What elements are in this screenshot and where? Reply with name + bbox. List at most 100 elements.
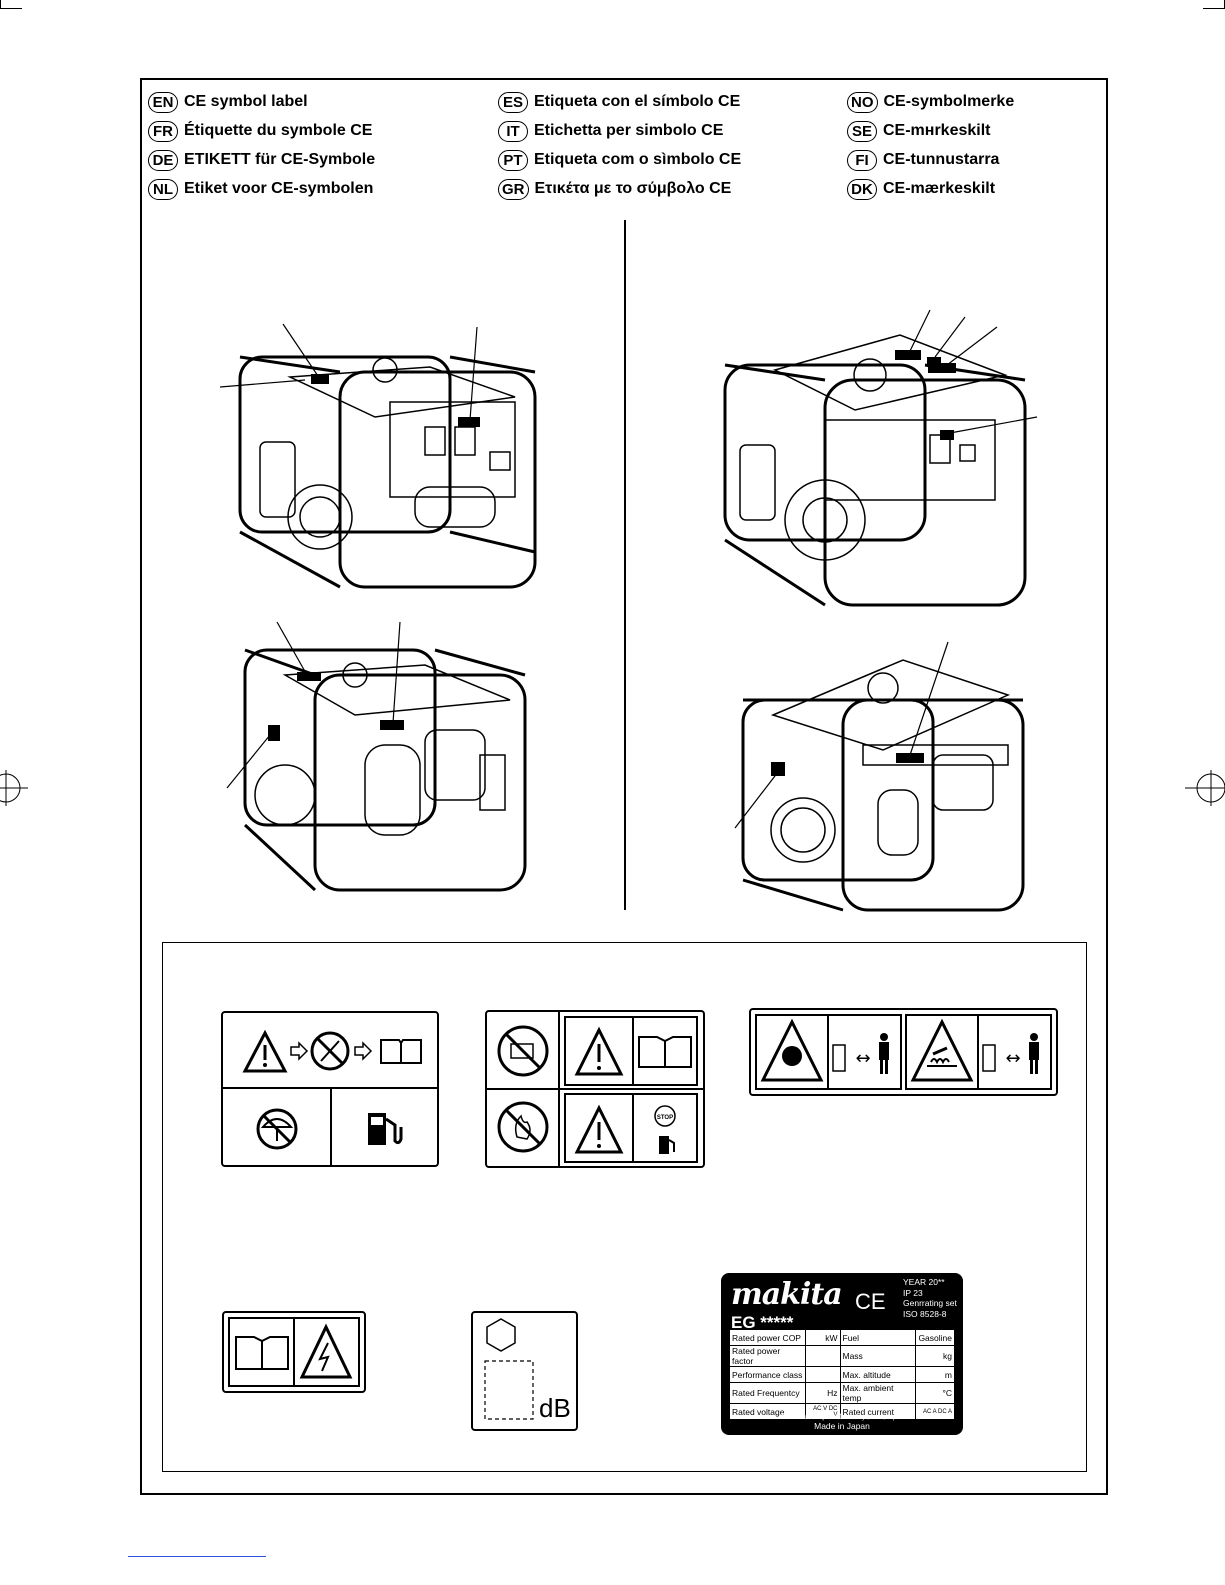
lang-text-en: CE symbol label: [184, 93, 308, 110]
rating-unit: m: [915, 1366, 955, 1383]
lang-badge-nl: NL: [148, 178, 178, 200]
rating-cell: Rated voltage: [728, 1403, 807, 1420]
warning-label-2-graphic: STOP: [487, 1012, 703, 1166]
genset-label: Genrrating set: [903, 1298, 957, 1308]
rating-cell: Max. altitude: [839, 1366, 917, 1383]
registration-mark-left: [0, 770, 28, 806]
noise-level-label: dB: [471, 1311, 578, 1431]
electric-shock-warning-icon: [299, 1323, 353, 1379]
lang-text-fr: Étiquette du symbole CE: [184, 122, 373, 139]
rating-cell: Rated Frequentcy: [728, 1382, 807, 1404]
model-number: EG *****: [731, 1313, 794, 1332]
crop-mark: [0, 8, 22, 9]
rating-meta: YEAR 20** IP 23 Genrrating set ISO 8528-…: [903, 1277, 957, 1319]
lang-badge-es: ES: [498, 91, 528, 113]
hexagon-icon: [486, 1318, 516, 1352]
stop-text: STOP: [657, 1115, 673, 1121]
no-indoor-use-icon: [497, 1025, 549, 1077]
ce-mark: CE: [855, 1289, 886, 1314]
lang-text-dk: CE-mærkeskilt: [883, 180, 996, 197]
rating-unit: °C: [915, 1382, 955, 1404]
lang-row-fi: FI CE-tunnustarra: [847, 148, 999, 172]
lang-text-it: Etichetta per simbolo CE: [534, 122, 724, 139]
lang-row-de: DE ETIKETT für CE-Symbole: [148, 148, 375, 172]
noise-level-graphic: [484, 1318, 534, 1420]
lang-text-pt: Etiqueta com o sìmbolo CE: [534, 151, 742, 168]
crop-mark: [1203, 8, 1225, 9]
page-frame: [140, 78, 1108, 1495]
maker-name: Makita Corporation: [781, 1411, 853, 1421]
lang-badge-fr: FR: [148, 120, 178, 142]
lang-badge-dk: DK: [847, 178, 877, 200]
lang-badge-gr: GR: [498, 178, 529, 200]
warning-triangle-icon: [574, 1104, 624, 1154]
lang-badge-no: NO: [847, 91, 878, 113]
lang-text-de: ETIKETT für CE-Symbole: [184, 151, 376, 168]
rating-unit: AC A DC A: [915, 1403, 955, 1420]
warning-label-4: [222, 1311, 366, 1393]
lang-row-en: EN CE symbol label: [148, 90, 308, 114]
lang-row-es: ES Etiqueta con el símbolo CE: [498, 90, 740, 114]
rating-unit: Hz: [805, 1382, 841, 1404]
rating-unit: [805, 1345, 841, 1367]
stop-sign-icon: [654, 1105, 676, 1127]
maker-location: Anjo, Aichi, Japan: [855, 1415, 903, 1421]
lang-row-no: NO CE-symbolmerke: [847, 90, 1014, 114]
year-label: YEAR: [903, 1277, 927, 1287]
fuel-pump-icon: [368, 1113, 403, 1145]
lang-badge-pt: PT: [498, 149, 528, 171]
lang-text-gr: Ετικέτα με το σύμβολο CE: [534, 180, 732, 197]
rating-row: Rated power factor Mass kg: [728, 1345, 955, 1367]
rating-cell: Mass: [839, 1345, 917, 1367]
rating-unit: AC V DC V: [805, 1403, 841, 1420]
rating-table: Rated power COP kW Fuel Gasoline Rated p…: [728, 1329, 955, 1420]
no-tools-icon: [310, 1031, 350, 1071]
warning-label-4-graphic: [228, 1317, 360, 1387]
rating-cell: Fuel: [839, 1329, 917, 1346]
distance-arrow-icon: ↔: [855, 1048, 870, 1069]
manual-book-icon: [380, 1039, 422, 1064]
rating-cell: Performance class: [728, 1366, 807, 1383]
distance-arrow-icon: ↔: [1005, 1048, 1020, 1069]
made-in: Made in Japan: [814, 1421, 870, 1431]
lang-badge-se: SE: [847, 120, 877, 142]
warning-label-1: [221, 1011, 439, 1167]
crop-mark: [0, 0, 1, 8]
warning-triangle-icon: [242, 1029, 288, 1073]
arrow-icon: [290, 1041, 309, 1061]
warning-label-2: STOP: [485, 1010, 705, 1168]
rating-cell: Rated power COP: [728, 1329, 807, 1346]
fuel-pump-icon: [659, 1136, 675, 1154]
lang-text-es: Etiqueta con el símbolo CE: [534, 93, 741, 110]
warning-label-1-graphic: [223, 1029, 437, 1165]
bottom-link-underline: [128, 1556, 266, 1557]
rating-cell: Max. ambient temp: [839, 1382, 917, 1404]
generator-illustration-front-left: [219, 323, 537, 589]
lang-row-gr: GR Ετικέτα με το σύμβολο CE: [498, 177, 731, 201]
lang-text-no: CE-symbolmerke: [883, 93, 1015, 110]
lang-text-nl: Etiket voor CE-symbolen: [184, 180, 374, 197]
warning-label-3: ↔ ↔: [749, 1008, 1058, 1096]
lang-row-fr: FR Étiquette du symbole CE: [148, 119, 372, 143]
lang-row-pt: PT Etiqueta com o sìmbolo CE: [498, 148, 741, 172]
rating-unit: Gasoline: [915, 1329, 955, 1346]
brand-logo: makita: [731, 1277, 843, 1312]
rating-row: Rated power COP kW Fuel Gasoline: [728, 1329, 955, 1346]
lang-badge-de: DE: [148, 149, 178, 171]
lang-text-fi: CE-tunnustarra: [883, 151, 1000, 168]
rating-unit: kW: [805, 1329, 841, 1346]
lang-text-se: CE-mнrkeskilt: [883, 122, 991, 139]
generator-illustration-rear-left: [226, 621, 527, 892]
rating-cell: Rated current: [839, 1403, 917, 1420]
registration-mark-right: [1185, 770, 1225, 806]
column-divider: [624, 220, 626, 910]
lang-badge-it: IT: [498, 120, 528, 142]
ip-value: 23: [913, 1287, 923, 1298]
manual-book-icon: [235, 1336, 289, 1370]
year-value: 20**: [928, 1277, 945, 1287]
no-umbrella-icon: [256, 1108, 298, 1150]
db-unit: dB: [539, 1393, 571, 1423]
lang-badge-en: EN: [148, 91, 178, 113]
warning-label-3-graphic: ↔ ↔: [755, 1014, 1052, 1090]
ip-label: IP: [903, 1287, 911, 1298]
